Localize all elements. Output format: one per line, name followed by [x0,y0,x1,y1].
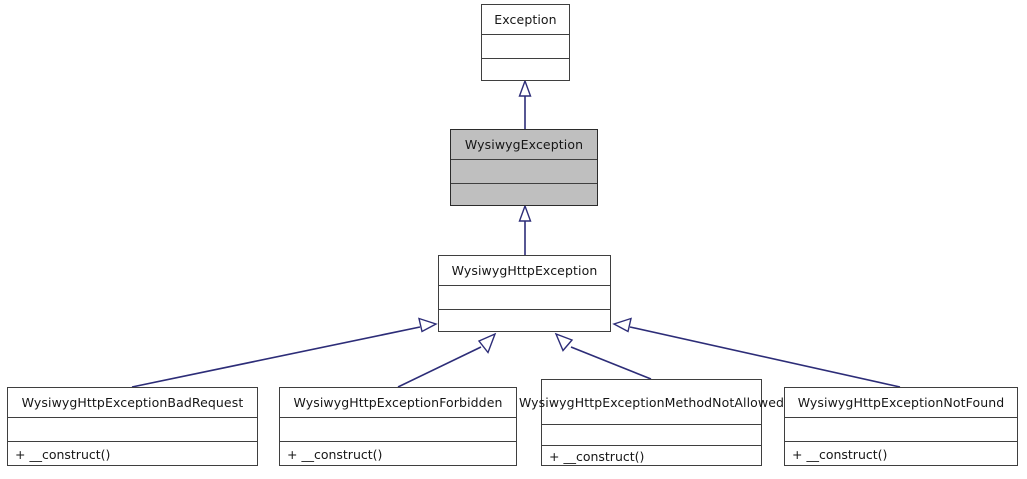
class-separator [8,441,257,442]
class-title-wysiwyg-http-exception-bad-request: WysiwygHttpExceptionBadRequest [21,395,244,410]
class-operation-forbidden-construct: + __construct() [287,447,383,462]
class-separator [280,441,516,442]
generalization-arrowhead [518,78,532,97]
class-operation-not-found-construct: + __construct() [792,447,888,462]
class-node-wysiwyg-http-exception-not-found[interactable]: WysiwygHttpExceptionNotFound + __constru… [784,387,1018,466]
generalization-arrowhead [554,332,574,352]
class-attributes-wysiwyg-http-exception-forbidden [280,418,516,441]
class-node-wysiwyg-http-exception[interactable]: WysiwygHttpException [438,255,611,332]
generalization-arrowhead [418,317,438,333]
class-title-wysiwyg-http-exception-method-not-allowed: WysiwygHttpExceptionMethod NotAllowed [519,380,784,424]
class-attributes-wysiwyg-http-exception-bad-request [8,418,257,441]
class-operation-bad-request-construct: + __construct() [15,447,111,462]
class-title-wysiwyg-exception: WysiwygException [464,137,584,152]
class-node-exception[interactable]: Exception [481,4,570,81]
class-attributes-wysiwyg-http-exception-method-not-allowed [542,425,761,445]
class-separator [482,34,569,35]
class-node-wysiwyg-http-exception-bad-request[interactable]: WysiwygHttpExceptionBadRequest + __const… [7,387,258,466]
class-title-wysiwyg-http-exception-forbidden: WysiwygHttpExceptionForbidden [293,395,503,410]
class-node-wysiwyg-http-exception-method-not-allowed[interactable]: WysiwygHttpExceptionMethod NotAllowed + … [519,379,784,466]
class-separator [451,183,597,184]
class-title-line-2: NotAllowed [712,394,785,410]
edge-wysiwygexception-to-exception [518,78,532,129]
class-title-wysiwyg-http-exception-not-found: WysiwygHttpExceptionNotFound [797,395,1005,410]
generalization-arrowhead [477,332,497,354]
class-separator [482,58,569,59]
class-separator [542,424,761,425]
edge-methodnotallowed-to-httpexception [554,332,652,380]
class-node-wysiwyg-http-exception-forbidden[interactable]: WysiwygHttpExceptionForbidden + __constr… [279,387,517,466]
class-attributes-exception [482,35,569,58]
class-separator [785,417,1017,418]
edge-forbidden-to-httpexception [397,332,497,388]
class-separator [785,441,1017,442]
class-attributes-wysiwyg-http-exception [439,286,610,309]
class-title-wysiwyg-http-exception: WysiwygHttpException [451,263,598,278]
class-operations-wysiwyg-http-exception [439,310,610,333]
class-separator [280,417,516,418]
class-operations-exception [482,59,569,82]
class-operations-wysiwyg-exception [451,184,597,207]
class-node-wysiwyg-exception[interactable]: WysiwygException [450,129,598,206]
class-separator [439,309,610,310]
class-separator [542,445,761,446]
generalization-arrowhead [612,317,632,333]
class-separator [451,159,597,160]
class-operation-method-not-allowed-construct: + __construct() [549,449,645,464]
edge-badrequest-to-httpexception [131,317,438,388]
edge-notfound-to-httpexception [612,317,901,388]
class-separator [8,417,257,418]
class-attributes-wysiwyg-exception [451,160,597,183]
generalization-arrowhead [518,203,532,222]
class-title-line-1: WysiwygHttpExceptionMethod [518,394,713,410]
edge-wysiwyghttpexception-to-wysiwygexception [518,203,532,255]
class-attributes-wysiwyg-http-exception-not-found [785,418,1017,441]
class-separator [439,285,610,286]
class-title-exception: Exception [494,12,557,27]
